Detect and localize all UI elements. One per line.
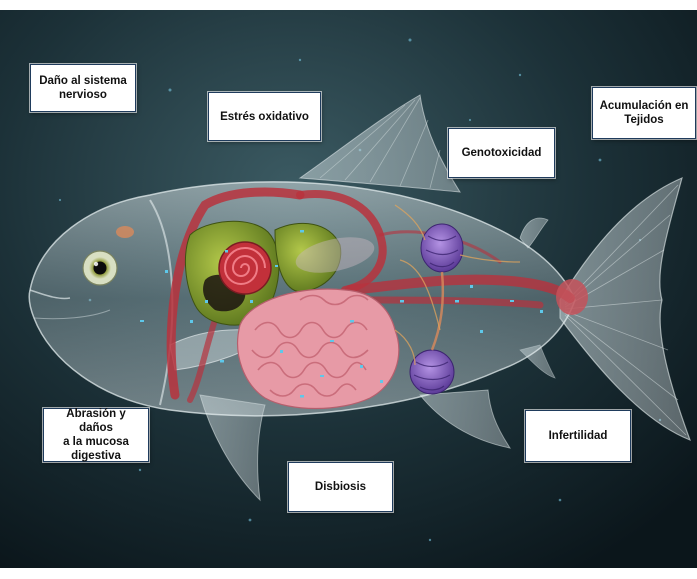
label-dysbiosis: Disbiosis (288, 462, 393, 512)
stomach (219, 242, 271, 294)
intestines (238, 289, 399, 408)
gonad-upper (421, 224, 463, 272)
bottom-white-margin (0, 568, 697, 579)
label-digestive-abrasion: Abrasión y daños a la mucosa digestiva (43, 408, 149, 462)
label-oxidative-stress: Estrés oxidativo (208, 92, 321, 141)
label-genotoxicity: Genotoxicidad (448, 128, 555, 178)
label-infertility: Infertilidad (525, 410, 631, 462)
label-nervous-system-damage: Daño al sistema nervioso (30, 64, 136, 112)
top-white-margin (0, 0, 697, 10)
label-tissue-accumulation: Acumulación en Tejidos (592, 87, 696, 139)
kidney-bulb (556, 279, 588, 315)
gonad-lower (410, 350, 454, 394)
eye (83, 251, 117, 285)
brain (116, 226, 134, 238)
